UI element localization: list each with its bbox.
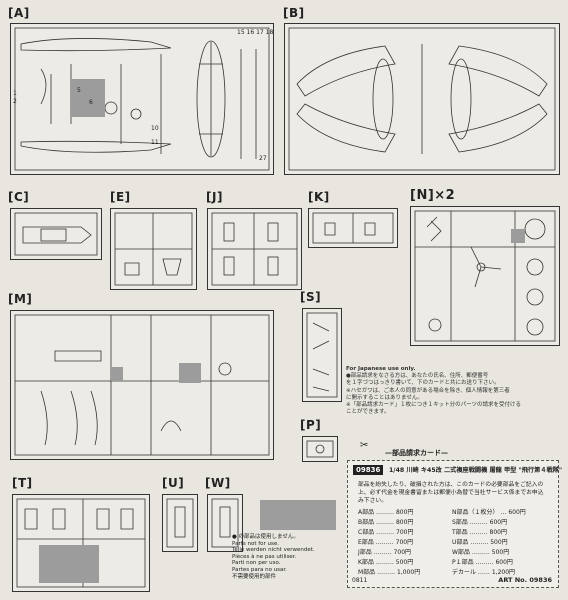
runner-j-drawing: [211, 212, 298, 286]
art-number: ART No. 09836: [498, 576, 552, 584]
unused-line: Parti non per uso.: [232, 560, 281, 567]
japanese-notes: For Japanese use only. ●部品請求をなさる方は、あなたの氏…: [346, 366, 558, 416]
unused-line: 不需要使用的部件: [232, 573, 277, 580]
runner-p: [302, 436, 338, 462]
runner-p-drawing: [306, 440, 334, 458]
part-j: J部品 ……… 700円: [358, 549, 412, 556]
part-c: C部品 ……… 700円: [358, 529, 414, 536]
runner-a-drawing: 15 16 17 18 12 5 6 10 11 27: [13, 27, 273, 171]
parts-request-card: 09836 1/48 川崎 キ45改 二式複座戦闘機 屠龍 甲型 "飛行第４戦隊…: [347, 460, 563, 588]
part-t: T部品 ……… 800円: [452, 529, 507, 536]
runner-label-b: [B]: [283, 6, 305, 20]
runner-label-k: [K]: [308, 190, 330, 204]
runner-j: [207, 208, 302, 290]
svg-text:2: 2: [13, 98, 17, 105]
japan-only: For Japanese use only.: [346, 366, 416, 372]
note-line: ことができます。: [346, 409, 390, 416]
product-name: 1/48 川崎 キ45改 二式複座戦闘機 屠龍 甲型 "飛行第４戦隊": [389, 467, 563, 474]
runner-u: [162, 494, 198, 552]
note-line: ※ハセガワは、ご本人の同意がある場合を除き、個人情報を第三者: [346, 387, 510, 394]
runner-label-n: [N]×2: [410, 188, 456, 203]
runner-e-drawing: [114, 212, 193, 286]
runner-label-u: [U]: [162, 476, 185, 490]
runner-label-m: [M]: [8, 292, 33, 306]
part-b: B部品 ……… 800円: [358, 519, 414, 526]
part-s: S部品 ……… 600円: [452, 519, 508, 526]
card-code: 0811: [352, 577, 368, 584]
unused-line: Parts not for use.: [232, 540, 280, 547]
runner-k-drawing: [312, 212, 394, 244]
svg-text:15 16 17 18: 15 16 17 18: [237, 29, 273, 36]
decal-placeholder: [260, 500, 336, 530]
runner-c: [10, 208, 102, 260]
runner-s: [302, 308, 342, 402]
unused-line: Pièces à ne pas utiliser.: [232, 553, 297, 560]
part-n: N部品（１枚分） … 600円: [452, 509, 526, 516]
unused-parts-legend: ● の部品は使用しません。 Parts not for use. Teile w…: [232, 534, 315, 580]
runner-m: [10, 310, 274, 460]
runner-label-e: [E]: [110, 190, 131, 204]
runner-s-drawing: [306, 312, 338, 398]
svg-text:27: 27: [259, 155, 267, 162]
part-w: W部品 ……… 500円: [452, 549, 510, 556]
svg-text:6: 6: [89, 99, 93, 106]
runner-w: [207, 494, 243, 552]
scissors-icon: ✂: [360, 440, 369, 451]
runner-u-drawing: [166, 498, 194, 548]
runner-k: [308, 208, 398, 248]
runner-m-drawing: [14, 314, 270, 456]
part-p1: P１部品 ……… 600円: [452, 559, 513, 566]
runner-b: [284, 23, 560, 175]
part-k: K部品 ……… 500円: [358, 559, 414, 566]
svg-text:1: 1: [13, 90, 17, 97]
runner-t: [12, 494, 150, 592]
runner-label-w: [W]: [205, 476, 231, 490]
runner-n-drawing: [414, 210, 556, 342]
runner-label-s: [S]: [300, 290, 322, 304]
runner-label-a: [A]: [8, 6, 30, 20]
part-decal: デカール …… 1,200円: [452, 569, 516, 576]
runner-b-drawing: [288, 27, 556, 171]
part-u: U部品 ……… 500円: [452, 539, 508, 546]
note-line: ※「部品請求カード」１枚につき１キット分のパーツの請求を受付ける: [346, 402, 522, 409]
unused-line: ● の部品は使用しません。: [232, 534, 299, 540]
note-line: を１字づつはっきり書いて、下のカードと共にお送り下さい。: [346, 380, 500, 387]
runner-t-drawing: [16, 498, 146, 588]
runner-e: [110, 208, 197, 290]
note-line: に開示することはありません。: [346, 394, 423, 401]
note-line: ●部品請求をなさる方は、あなたの氏名、住所、郵便番号: [346, 373, 489, 380]
part-a: A部品 ……… 800円: [358, 509, 414, 516]
part-e: E部品 ……… 700円: [358, 539, 414, 546]
svg-text:10: 10: [151, 125, 159, 132]
runner-n: [410, 206, 560, 346]
card-badge: 09836: [353, 465, 384, 475]
svg-text:5: 5: [77, 87, 81, 94]
unused-line: Partes para no usar.: [232, 566, 287, 573]
part-m: M部品 ……… 1,000円: [358, 569, 421, 576]
runner-w-drawing: [211, 498, 239, 548]
runner-label-c: [C]: [8, 190, 30, 204]
unused-line: Teile werden nicht verwendet.: [232, 547, 315, 554]
runner-label-p: [P]: [300, 418, 322, 432]
runner-c-drawing: [14, 212, 98, 256]
card-note: 部品を紛失したり、破損された方は、このカードの必要部品をご記入の上、必ず代金を現…: [358, 482, 544, 504]
card-title: —部品請求カード—: [385, 449, 448, 457]
runner-label-j: [J]: [206, 190, 223, 204]
svg-text:11: 11: [151, 139, 159, 146]
runner-label-t: [T]: [12, 476, 33, 490]
